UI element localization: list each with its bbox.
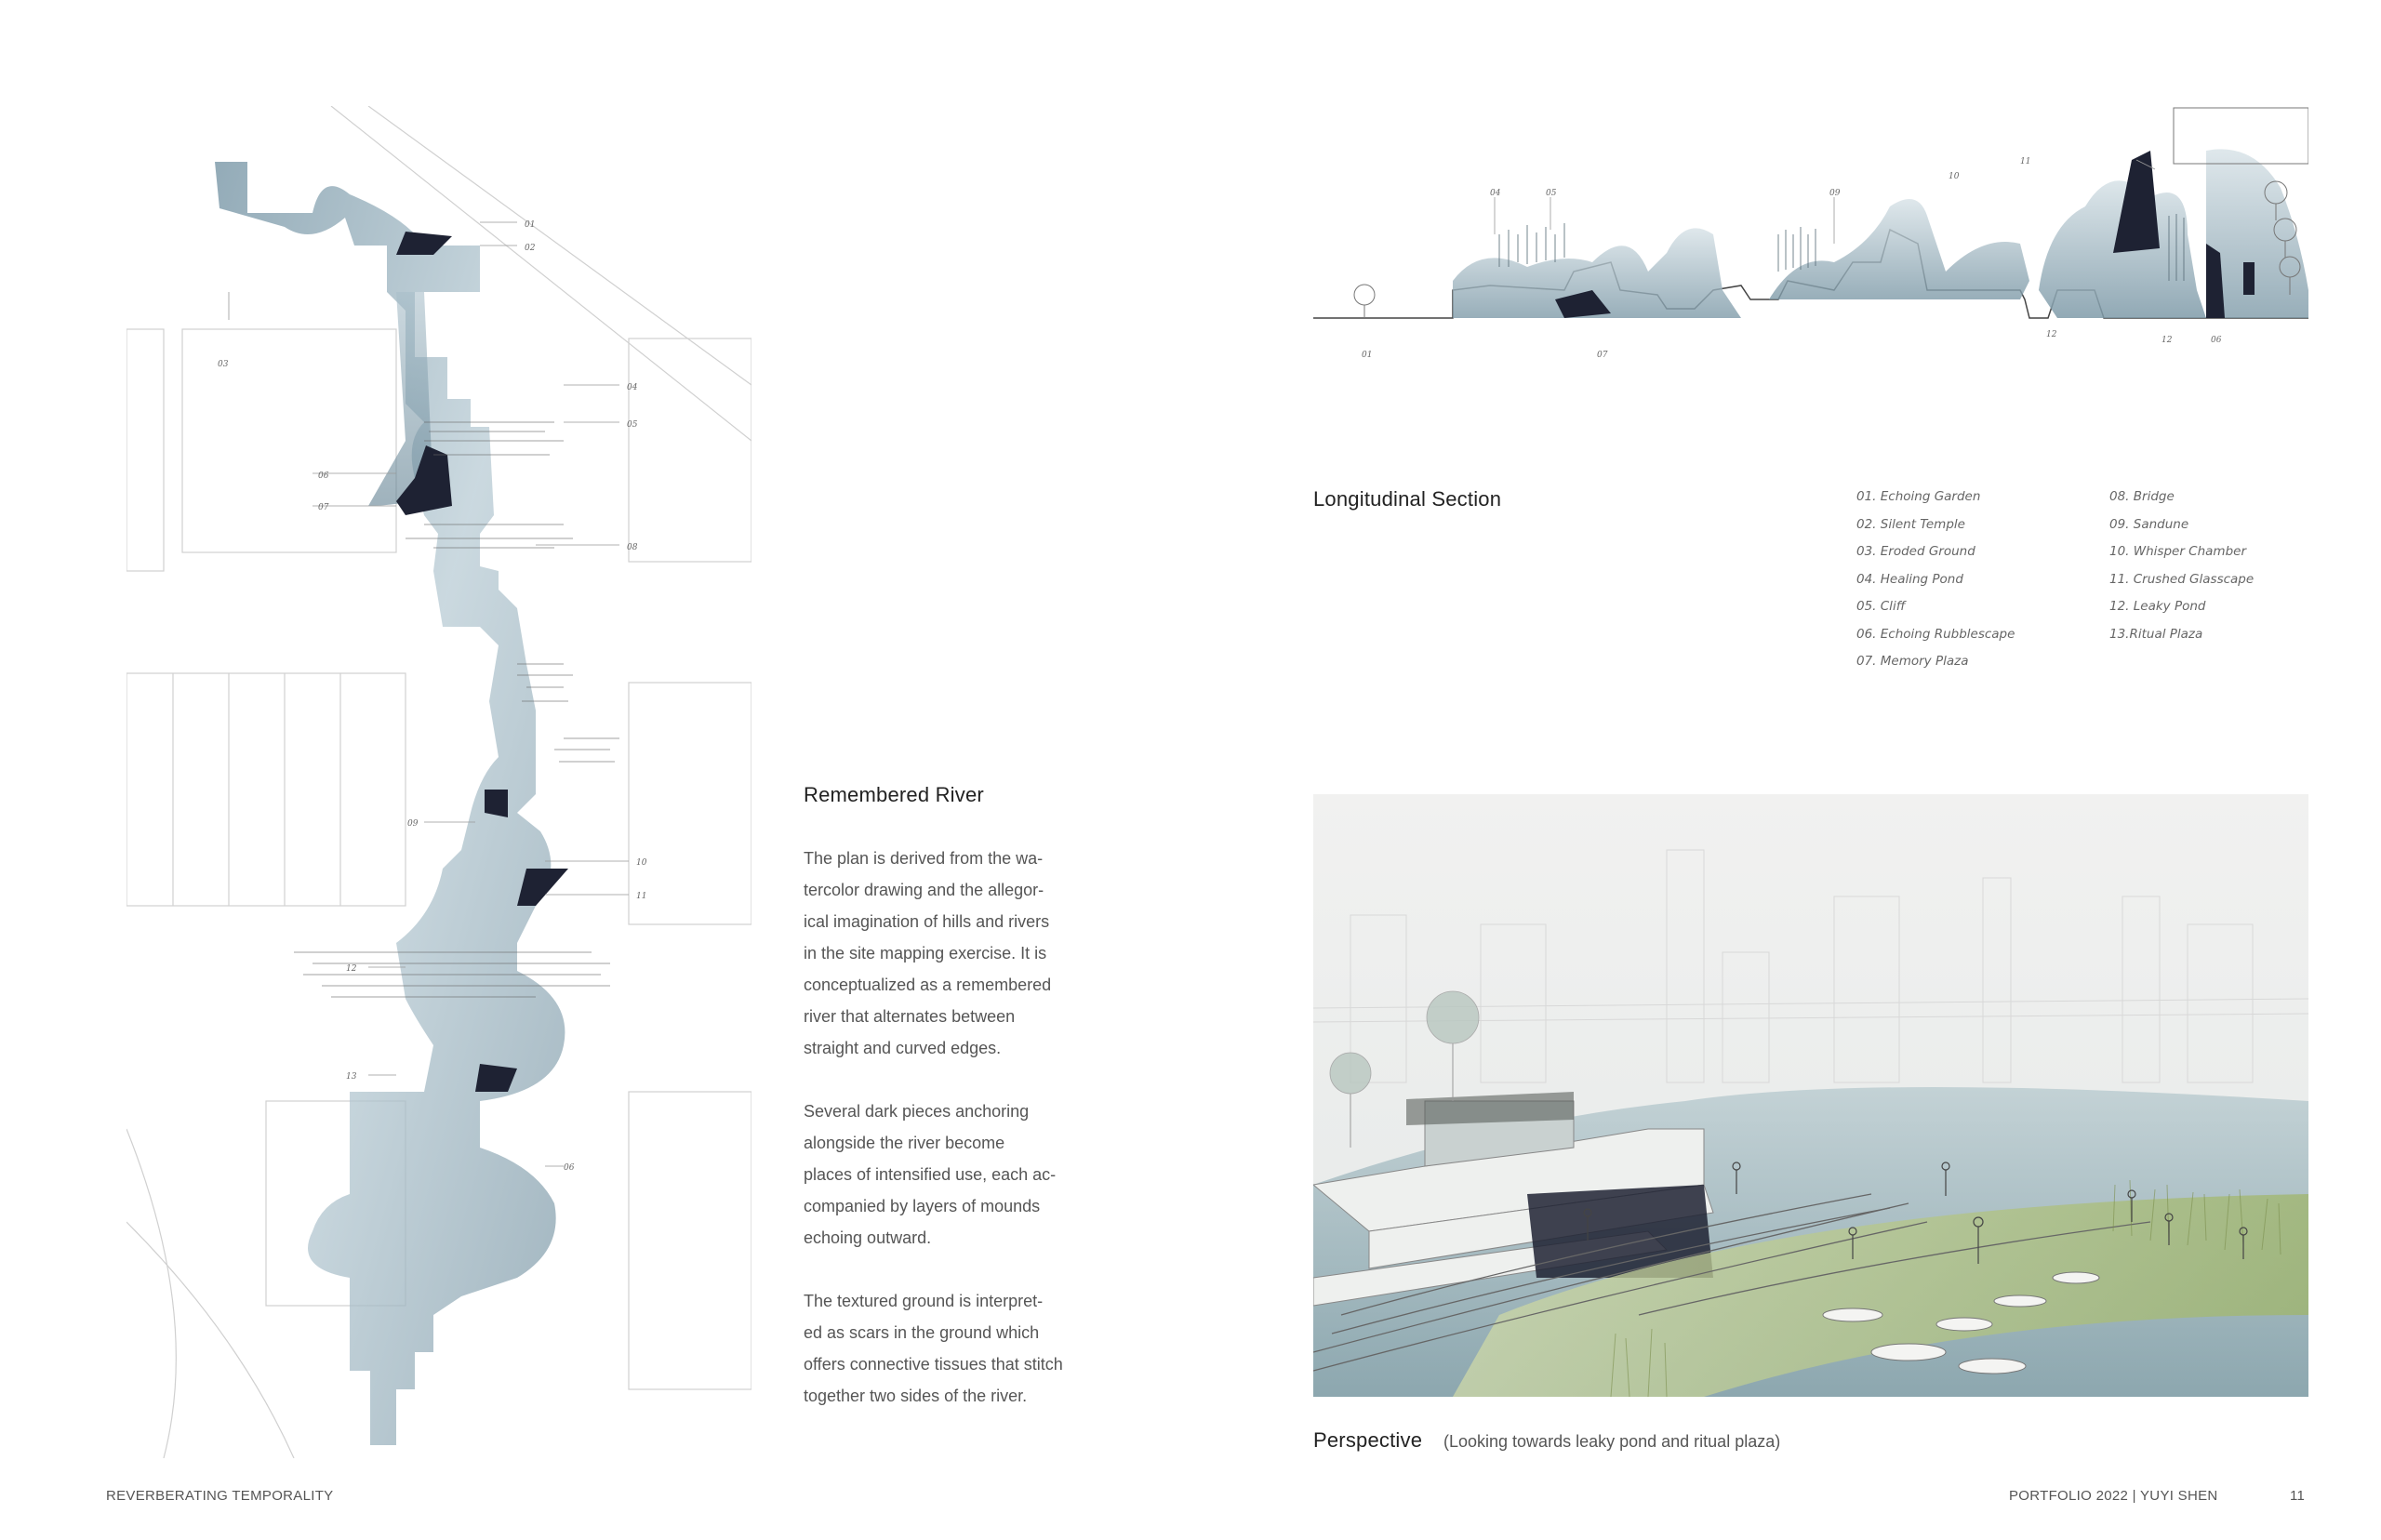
text-line: Several dark pieces anchoring: [804, 1102, 1030, 1121]
text-line: in the site mapping exercise. It is: [804, 944, 1047, 962]
longitudinal-section-drawing: 01 04 05 07 09 10 11 12 12 06: [1313, 104, 2308, 374]
page-number: 11: [2290, 1488, 2306, 1504]
legend-item: 02. Silent Temple: [1856, 516, 1965, 532]
perspective-caption: (Looking towards leaky pond and ritual p…: [1443, 1432, 1781, 1451]
text-line: The textured ground is interpret-: [804, 1292, 1044, 1310]
section-label-07: 07: [1597, 351, 1608, 360]
text-line: straight and curved edges.: [804, 1039, 1002, 1057]
section-label-10: 10: [1949, 172, 1960, 181]
plan-label-06: 06: [318, 471, 329, 481]
text-line: offers connective tissues that stitch: [804, 1355, 1063, 1374]
plan-label-10: 10: [636, 858, 647, 868]
plan-label-06b: 06: [564, 1163, 575, 1173]
remembered-river-title: Remembered River: [804, 783, 984, 806]
plan-label-13: 13: [346, 1072, 357, 1082]
section-label-09: 09: [1829, 189, 1841, 198]
plan-label-08: 08: [627, 543, 638, 552]
section-label-12b: 12: [2162, 336, 2173, 345]
plan-label-02: 02: [525, 244, 536, 253]
section-label-01: 01: [1362, 351, 1372, 360]
legend-item: 13.Ritual Plaza: [2109, 626, 2203, 642]
text-line: companied by layers of mounds: [804, 1197, 1041, 1215]
text-line: river that alternates between: [804, 1007, 1016, 1026]
legend-item: 03. Eroded Ground: [1856, 544, 1975, 559]
section-label-06: 06: [2211, 336, 2222, 345]
text-line: tercolor drawing and the allegor-: [804, 881, 1044, 899]
remembered-river-paragraph-1: The plan is derived from the wa- tercolo…: [804, 843, 1073, 1064]
perspective-drawing: [1313, 794, 2308, 1397]
text-line: ed as scars in the ground which: [804, 1323, 1040, 1342]
legend-item: 10. Whisper Chamber: [2109, 544, 2246, 559]
plan-label-05: 05: [627, 420, 638, 430]
legend-item: 12. Leaky Pond: [2109, 599, 2206, 614]
legend-item: 08. Bridge: [2109, 489, 2175, 504]
legend-item: 07. Memory Plaza: [1856, 654, 1969, 669]
section-legend-column-2: 08. Bridge 09. Sandune 10. Whisper Chamb…: [2109, 484, 2254, 648]
text-line: conceptualized as a remembered: [804, 976, 1052, 994]
legend-item: 11. Crushed Glasscape: [2109, 571, 2255, 587]
text-line: alongside the river become: [804, 1134, 1005, 1152]
plan-label-04: 04: [627, 383, 638, 392]
footer-project-title: REVERBERATING TEMPORALITY: [106, 1488, 334, 1504]
plan-label-07: 07: [318, 503, 329, 512]
text-line: The plan is derived from the wa-: [804, 849, 1044, 868]
plan-label-01: 01: [525, 220, 535, 230]
text-line: places of intensified use, each ac-: [804, 1165, 1057, 1184]
text-line: together two sides of the river.: [804, 1387, 1028, 1405]
legend-item: 06. Echoing Rubblescape: [1856, 626, 2015, 642]
legend-item: 04. Healing Pond: [1856, 571, 1963, 587]
site-plan-drawing: 01 02 03 04 05 06 07 08 09 10 11 12 13 0…: [126, 106, 752, 1458]
legend-item: 05. Cliff: [1856, 599, 1906, 614]
section-label-12: 12: [2046, 330, 2057, 339]
plan-label-03: 03: [218, 360, 229, 369]
legend-item: 01. Echoing Garden: [1856, 489, 1981, 504]
remembered-river-paragraph-2: Several dark pieces anchoring alongside …: [804, 1095, 1073, 1254]
section-label-05: 05: [1546, 189, 1557, 198]
legend-item: 09. Sandune: [2109, 516, 2189, 532]
plan-label-09: 09: [407, 819, 419, 829]
section-label-11: 11: [2020, 157, 2030, 166]
footer-portfolio-credit: PORTFOLIO 2022 | YUYI SHEN: [2009, 1488, 2218, 1504]
remembered-river-paragraph-3: The textured ground is interpret- ed as …: [804, 1285, 1073, 1412]
plan-label-11: 11: [636, 892, 646, 901]
text-line: echoing outward.: [804, 1228, 932, 1247]
section-legend-column-1: 01. Echoing Garden 02. Silent Temple 03.…: [1856, 484, 2015, 676]
section-title: Longitudinal Section: [1313, 487, 1502, 511]
perspective-title: Perspective: [1313, 1428, 1423, 1452]
text-line: ical imagination of hills and rivers: [804, 912, 1050, 931]
plan-label-12: 12: [346, 964, 357, 974]
section-label-04: 04: [1490, 189, 1501, 198]
